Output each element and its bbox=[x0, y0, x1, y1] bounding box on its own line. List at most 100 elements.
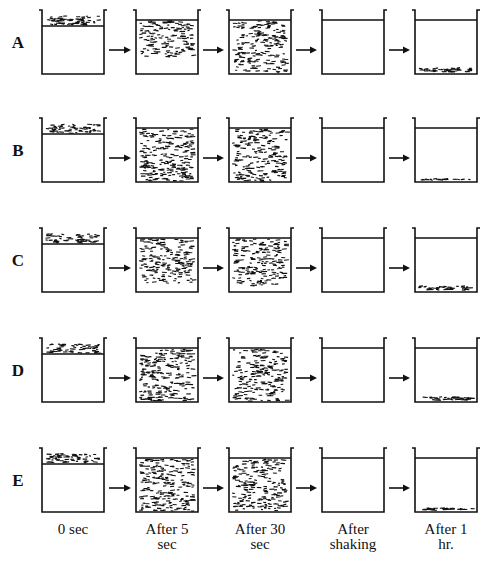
liquid-surface bbox=[42, 463, 104, 464]
liquid-surface bbox=[136, 19, 198, 20]
beaker bbox=[133, 338, 201, 402]
liquid-surface bbox=[415, 347, 477, 348]
time-label: After 1 hr. bbox=[417, 522, 475, 552]
row-letter: D bbox=[8, 363, 28, 378]
beaker bbox=[226, 338, 294, 402]
arrow bbox=[203, 267, 219, 269]
beaker bbox=[39, 338, 107, 402]
arrowhead bbox=[217, 485, 224, 492]
beaker bbox=[319, 448, 387, 512]
particles bbox=[418, 286, 473, 290]
beaker bbox=[319, 118, 387, 182]
arrowhead bbox=[403, 47, 410, 54]
liquid-surface bbox=[136, 127, 198, 128]
arrowhead bbox=[217, 155, 224, 162]
particles bbox=[139, 129, 196, 181]
arrowhead bbox=[310, 265, 317, 272]
liquid-surface bbox=[415, 457, 477, 458]
liquid-surface bbox=[229, 347, 291, 348]
liquid-surface bbox=[229, 127, 291, 128]
arrow bbox=[389, 49, 405, 51]
arrowhead bbox=[403, 485, 410, 492]
liquid-surface bbox=[415, 127, 477, 128]
arrowhead bbox=[217, 265, 224, 272]
arrow bbox=[389, 267, 405, 269]
arrow bbox=[296, 487, 312, 489]
row-letter: B bbox=[8, 143, 28, 158]
beaker bbox=[133, 10, 201, 74]
arrowhead bbox=[124, 265, 131, 272]
arrowhead bbox=[403, 155, 410, 162]
arrowhead bbox=[124, 47, 131, 54]
particles bbox=[232, 459, 289, 510]
beaker bbox=[226, 228, 294, 292]
beaker bbox=[39, 448, 107, 512]
liquid-surface bbox=[136, 347, 198, 348]
arrow bbox=[109, 487, 126, 489]
beaker-row bbox=[39, 448, 480, 512]
particles bbox=[46, 454, 100, 463]
arrow bbox=[109, 157, 126, 159]
beaker bbox=[133, 118, 201, 182]
particles bbox=[423, 397, 475, 401]
beaker-row bbox=[39, 118, 480, 182]
arrowhead bbox=[124, 485, 131, 492]
liquid-surface bbox=[322, 19, 384, 20]
arrow bbox=[203, 377, 219, 379]
arrowhead bbox=[403, 375, 410, 382]
liquid-surface bbox=[42, 25, 104, 26]
time-label: After 30 sec bbox=[231, 522, 289, 552]
arrow bbox=[389, 487, 405, 489]
arrow bbox=[109, 49, 126, 51]
liquid-surface bbox=[229, 457, 291, 458]
time-label: 0 sec bbox=[44, 522, 102, 537]
beaker bbox=[39, 118, 107, 182]
arrowhead bbox=[310, 375, 317, 382]
arrow bbox=[296, 267, 312, 269]
beaker bbox=[226, 448, 294, 512]
row-letter: C bbox=[8, 253, 28, 268]
liquid-surface bbox=[322, 237, 384, 238]
row-letter: E bbox=[8, 473, 28, 488]
beaker bbox=[412, 338, 480, 402]
particles bbox=[232, 349, 289, 401]
arrowhead bbox=[124, 375, 131, 382]
arrowhead bbox=[124, 155, 131, 162]
time-label: After shaking bbox=[324, 522, 382, 552]
arrow bbox=[389, 157, 405, 159]
arrow bbox=[203, 157, 219, 159]
particles bbox=[232, 129, 290, 181]
arrowhead bbox=[310, 485, 317, 492]
liquid-surface bbox=[42, 243, 104, 244]
beaker bbox=[412, 118, 480, 182]
particles bbox=[46, 124, 101, 133]
beaker bbox=[39, 10, 107, 74]
liquid-surface bbox=[136, 457, 198, 458]
beaker bbox=[133, 448, 201, 512]
particles bbox=[46, 234, 100, 243]
particles bbox=[46, 344, 101, 353]
time-label: After 5 sec bbox=[138, 522, 196, 552]
particles bbox=[139, 239, 196, 283]
liquid-surface bbox=[42, 353, 104, 354]
arrow bbox=[296, 377, 312, 379]
arrowhead bbox=[403, 265, 410, 272]
particles bbox=[139, 349, 196, 401]
liquid-surface bbox=[415, 19, 477, 20]
beaker bbox=[226, 118, 294, 182]
liquid-surface bbox=[322, 457, 384, 458]
arrowhead bbox=[310, 47, 317, 54]
beaker bbox=[412, 10, 480, 74]
beaker bbox=[133, 228, 201, 292]
particles bbox=[232, 239, 289, 286]
particles bbox=[419, 68, 472, 73]
liquid-surface bbox=[415, 237, 477, 238]
particles bbox=[421, 179, 471, 181]
arrow bbox=[296, 49, 312, 51]
particles bbox=[422, 508, 475, 511]
arrow bbox=[203, 49, 219, 51]
arrow bbox=[296, 157, 312, 159]
arrow bbox=[109, 377, 126, 379]
arrow bbox=[109, 267, 126, 269]
